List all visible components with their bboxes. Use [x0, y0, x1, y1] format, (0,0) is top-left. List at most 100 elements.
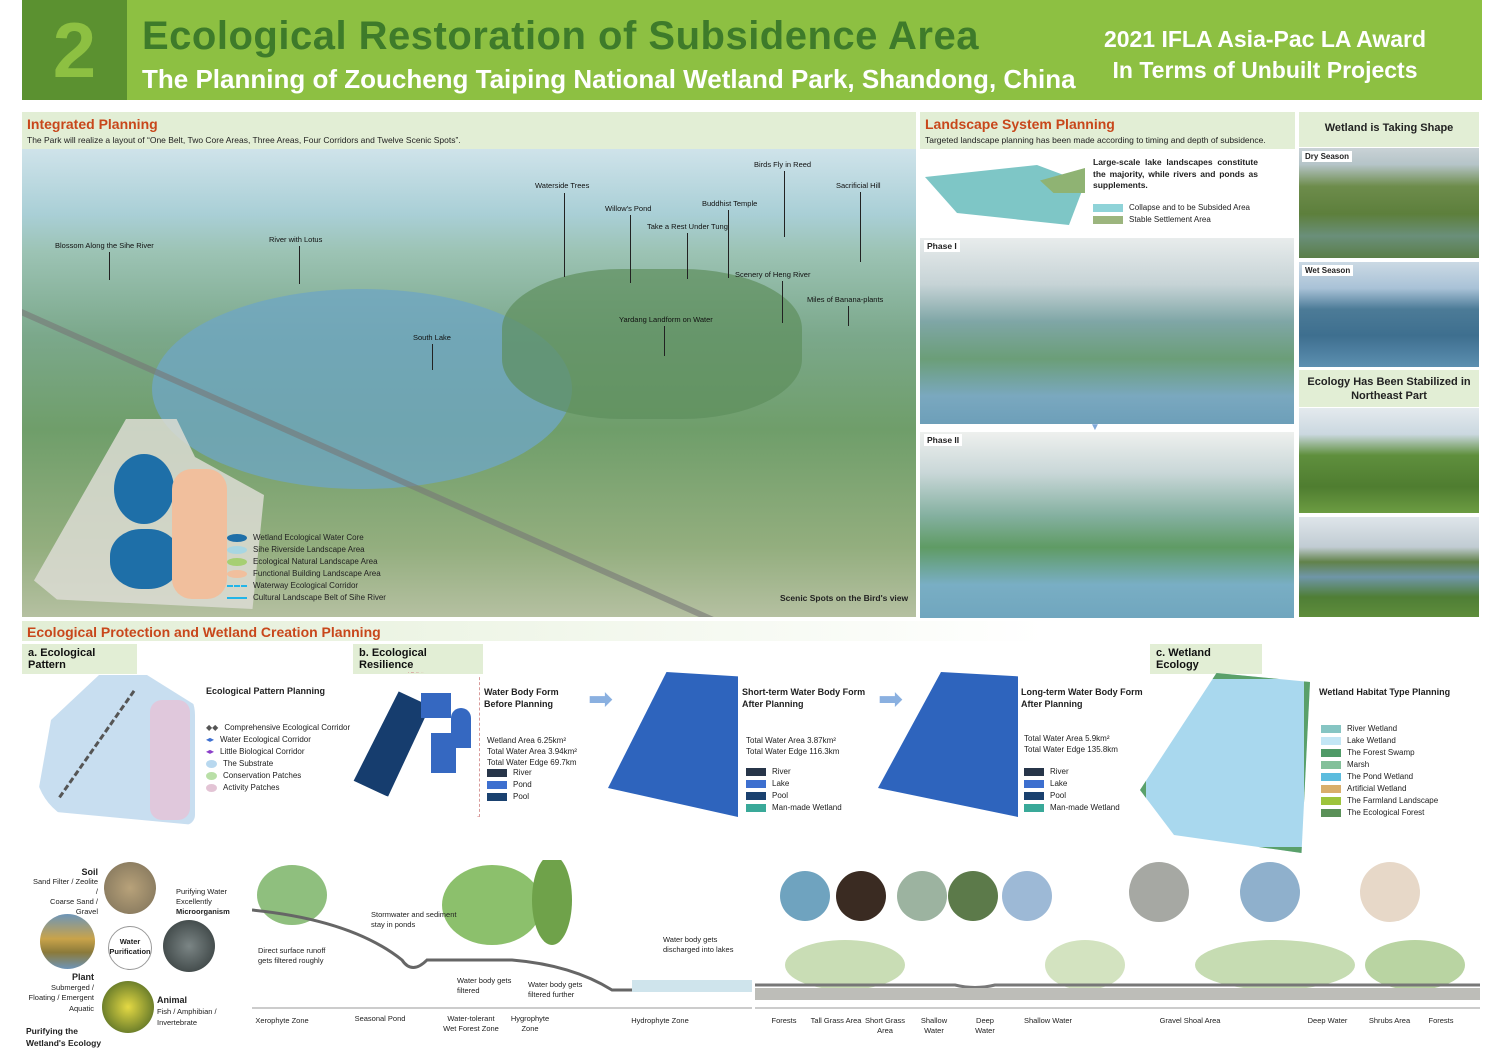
spot-label: Birds Fly in Reed	[754, 160, 812, 169]
subsection-b-title: b. Ecological Resilience	[353, 644, 483, 674]
soil-photo	[104, 862, 156, 914]
spot-label: Waterside Trees	[535, 181, 590, 190]
spot-label: Buddhist Temple	[702, 199, 758, 208]
habitat-heading: Wetland Habitat Type Planning	[1319, 687, 1451, 697]
spot-label: Miles of Banana-plants	[807, 295, 884, 304]
zone-label: Shallow Water	[1023, 1016, 1073, 1025]
award-line-2: In Terms of Unbuilt Projects	[1112, 57, 1418, 83]
landscape-note: Large-scale lake landscapes constitute t…	[1093, 157, 1258, 190]
landscape-legend: Collapse and to be Subsided Area Stable …	[1093, 203, 1250, 227]
zone-label: Tall Grass Area	[810, 1016, 862, 1025]
northeast-photo-2	[1299, 517, 1479, 617]
zone-label: Short Grass Area	[864, 1016, 905, 1035]
landscape-header	[920, 112, 1295, 149]
arrow-right-icon: ➡	[588, 683, 614, 716]
activity-patch-shape	[150, 700, 190, 820]
animal-photo	[102, 981, 154, 1033]
spot-label: Willow's Pond	[605, 204, 652, 213]
note-runoff: Direct surface runoff gets filtered roug…	[258, 946, 326, 965]
stabilized-header	[1299, 370, 1479, 407]
integrated-desc: The Park will realize a layout of “One B…	[27, 135, 461, 145]
spot-label: Blossom Along the Sihe River	[55, 241, 154, 250]
dry-season-photo	[1299, 148, 1479, 258]
zone-label: Deep Water	[1307, 1016, 1348, 1025]
shape-header	[1299, 112, 1479, 147]
page-subtitle: The Planning of Zoucheng Taiping Nationa…	[142, 64, 1076, 94]
phase-2-label: Phase II	[924, 434, 963, 446]
habitat-map	[1140, 673, 1310, 853]
note-filtered: Water body gets filtered	[457, 976, 512, 995]
zone-label: Shrubs Area	[1368, 1016, 1411, 1025]
spot-label: Sacrificial Hill	[836, 181, 881, 190]
aerial-birds-eye-view: Wetland Ecological Water Core Sihe River…	[22, 149, 916, 617]
zone-label: Hygrophyte Zone	[510, 1014, 550, 1033]
plant-photo	[40, 914, 95, 969]
zone-label: Xerophyte Zone	[255, 1016, 309, 1025]
landscape-desc: Targeted landscape planning has been mad…	[925, 135, 1266, 145]
protection-header	[22, 621, 1482, 641]
microorganism-photo	[163, 920, 215, 972]
subsidence-model	[925, 165, 1085, 225]
spot-label: Scenery of Heng River	[735, 270, 811, 279]
spot-label: Take a Rest Under Tung	[647, 222, 728, 231]
phase-2-render	[920, 432, 1294, 618]
zone-label: Gravel Shoal Area	[1159, 1016, 1221, 1025]
integrated-header	[22, 112, 916, 149]
shape-title: Wetland is Taking Shape	[1324, 122, 1454, 134]
header-band	[22, 0, 1482, 100]
award-line-1: 2021 IFLA Asia-Pac LA Award	[1103, 26, 1427, 52]
subsection-a-title: a. Ecological Pattern	[22, 644, 137, 674]
zone-label: Shallow Water	[920, 1016, 948, 1035]
pattern-legend: ◆◆Comprehensive Ecological Corridor ◂▸Wa…	[206, 723, 351, 792]
note-discharged: Water body gets discharged into lakes	[663, 935, 734, 954]
phase-1-render	[920, 238, 1294, 424]
note-filtered-further: Water body gets filtered further	[528, 980, 583, 999]
wet-season-photo	[1299, 262, 1479, 367]
landscape-title: Landscape System Planning	[925, 116, 1115, 132]
spot-label: Yardang Landform on Water	[619, 315, 713, 324]
pattern-heading: Ecological Pattern Planning	[206, 686, 326, 696]
wetland-section-diagram	[252, 860, 752, 1009]
water-before-map	[350, 672, 480, 817]
stabilized-title: Ecology Has Been Stabilized in Northeast…	[1307, 376, 1471, 402]
zone-label: Seasonal Pond	[354, 1014, 406, 1023]
aerial-caption: Scenic Spots on the Bird's view	[780, 593, 909, 603]
page-title: Ecological Restoration of Subsidence Are…	[142, 14, 979, 58]
before-legend: River Pond Pool	[487, 768, 532, 804]
zone-label: Deep Water	[975, 1016, 995, 1035]
long-legend: River Lake Pool Man-made Wetland	[1024, 767, 1120, 815]
zone-label: Forests	[771, 1016, 797, 1025]
short-legend: River Lake Pool Man-made Wetland	[746, 767, 842, 815]
spot-label: South Lake	[413, 333, 451, 342]
northeast-photo-1	[1299, 408, 1479, 513]
section-number: 2	[22, 0, 127, 100]
zone-label: Water-tolerant Wet Forest Zone	[443, 1014, 499, 1033]
zone-label: Forests	[1428, 1016, 1454, 1025]
phase-1-label: Phase I	[924, 240, 960, 252]
down-arrow-icon: ▼	[1090, 422, 1100, 433]
arrow-right-icon: ➡	[878, 683, 904, 716]
protection-title: Ecological Protection and Wetland Creati…	[27, 624, 381, 640]
integrated-title: Integrated Planning	[27, 116, 158, 132]
water-short-term-map	[608, 672, 738, 817]
zone-label: Hydrophyte Zone	[631, 1016, 689, 1025]
habitat-section-diagram	[755, 862, 1480, 1009]
dry-season-label: Dry Season	[1302, 151, 1353, 162]
spot-label: River with Lotus	[269, 235, 323, 244]
habitat-legend: River Wetland Lake Wetland The Forest Sw…	[1321, 724, 1438, 820]
integrated-legend: Wetland Ecological Water Core Sihe River…	[227, 533, 386, 605]
note-stormwater: Stormwater and sediment stay in ponds	[371, 910, 457, 929]
water-purification-center	[108, 926, 152, 970]
